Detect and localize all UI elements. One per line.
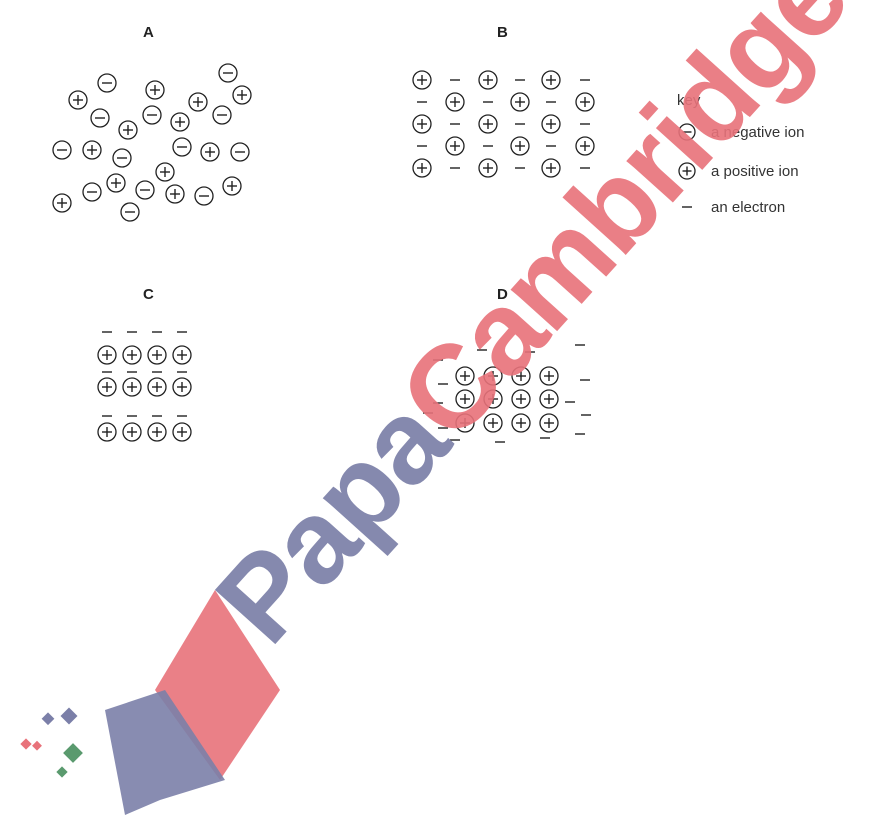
positive-ion (445, 92, 465, 112)
electron-icon (677, 196, 703, 218)
positive-ion-icon (677, 160, 703, 182)
positive-ion (541, 114, 561, 134)
panel-d-metallic-lattice (423, 344, 591, 443)
positive-ion (200, 142, 220, 162)
panel-c-layered-lattice (97, 331, 192, 442)
positive-ion (68, 90, 88, 110)
positive-ion (172, 422, 192, 442)
positive-ion (165, 184, 185, 204)
negative-ion (218, 63, 238, 83)
negative-ion (142, 105, 162, 125)
positive-ion (172, 345, 192, 365)
panel-b-label: B (497, 24, 508, 41)
positive-ion (478, 158, 498, 178)
positive-ion (145, 80, 165, 100)
positive-ion (232, 85, 252, 105)
positive-ion (478, 114, 498, 134)
positive-ion (412, 70, 432, 90)
panel-c-label: C (143, 286, 154, 303)
positive-ion (510, 92, 530, 112)
positive-ion (147, 422, 167, 442)
key-title: key (677, 92, 701, 109)
positive-ion (97, 345, 117, 365)
positive-ion (222, 176, 242, 196)
positive-ion (106, 173, 126, 193)
positive-ion (575, 136, 595, 156)
positive-ion (455, 413, 475, 433)
panel-d-label: D (497, 286, 508, 303)
negative-ion (90, 108, 110, 128)
panel-a-random-ions (52, 63, 252, 222)
positive-ion (510, 136, 530, 156)
negative-ion (97, 73, 117, 93)
positive-ion (170, 112, 190, 132)
negative-ion (112, 148, 132, 168)
negative-ion (52, 140, 72, 160)
positive-ion (97, 422, 117, 442)
negative-ion (135, 180, 155, 200)
positive-ion (511, 389, 531, 409)
positive-ion (541, 70, 561, 90)
positive-ion (483, 413, 503, 433)
key-row-negative-ion: a negative ion (677, 121, 804, 143)
key-row-positive-ion: a positive ion (677, 160, 799, 182)
positive-ion (483, 389, 503, 409)
key-label-electron: an electron (711, 198, 786, 216)
positive-ion (541, 158, 561, 178)
positive-ion (539, 366, 559, 386)
key-label-negative-ion: a negative ion (711, 123, 805, 141)
negative-ion (230, 142, 250, 162)
positive-ion (511, 366, 531, 386)
key-row-electron: an electron (677, 196, 785, 218)
positive-ion (412, 114, 432, 134)
negative-ion (194, 186, 214, 206)
positive-ion (455, 389, 475, 409)
positive-ion (455, 366, 475, 386)
positive-ion (155, 162, 175, 182)
negative-ion (120, 202, 140, 222)
positive-ion (97, 377, 117, 397)
positive-ion (483, 366, 503, 386)
positive-ion (122, 345, 142, 365)
negative-ion-icon (677, 121, 703, 143)
negative-ion (212, 105, 232, 125)
positive-ion (412, 158, 432, 178)
positive-ion (122, 422, 142, 442)
negative-ion (172, 137, 192, 157)
panel-b-ionic-lattice (412, 70, 595, 178)
positive-ion (118, 120, 138, 140)
key-label-positive-ion: a positive ion (711, 162, 799, 180)
positive-ion (511, 413, 531, 433)
positive-ion (172, 377, 192, 397)
positive-ion (539, 413, 559, 433)
positive-ion (539, 389, 559, 409)
positive-ion (445, 136, 465, 156)
positive-ion (52, 193, 72, 213)
positive-ion (478, 70, 498, 90)
positive-ion (188, 92, 208, 112)
positive-ion (122, 377, 142, 397)
positive-ion (82, 140, 102, 160)
positive-ion (147, 377, 167, 397)
negative-ion (82, 182, 102, 202)
panel-a-label: A (143, 24, 154, 41)
positive-ion (147, 345, 167, 365)
positive-ion (575, 92, 595, 112)
